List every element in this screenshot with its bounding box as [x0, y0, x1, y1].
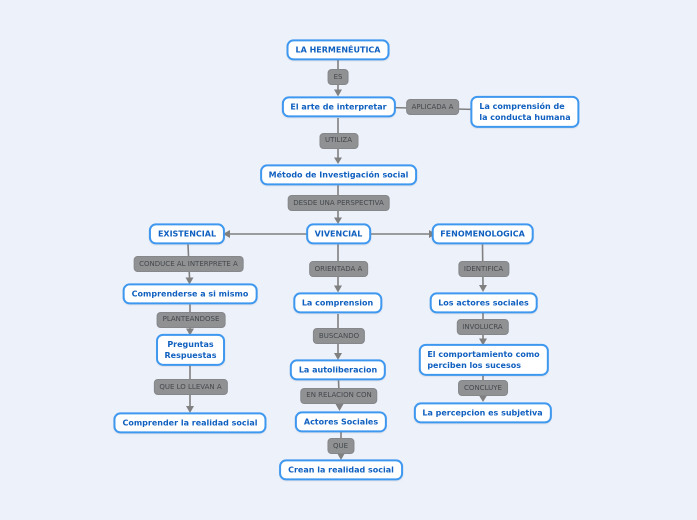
node-crean-la-realidad-social[interactable]: Crean la realidad social	[279, 459, 403, 481]
connector-conduce-al-interprete-a[interactable]: CONDUCE AL INTERPRETE A	[133, 256, 244, 272]
connector-es[interactable]: ES	[327, 69, 349, 85]
connector-que-lo-llevan-a[interactable]: QUE LO LLEVAN A	[153, 379, 228, 395]
node-la-percepcion-es-subjetiva[interactable]: La percepcion es subjetiva	[413, 401, 552, 424]
node-el-arte-de-interpretar[interactable]: El arte de interpretar	[281, 96, 396, 118]
node-vivencial[interactable]: VIVENCIAL	[305, 223, 372, 245]
node-la-hermeneutica[interactable]: LA HERMENÉUTICA	[286, 38, 390, 61]
connector-desde-una-perspectiva[interactable]: DESDE UNA PERSPECTIVA	[287, 195, 390, 211]
node-comprension-conducta-humana[interactable]: La comprensión de la conducta humana	[470, 95, 580, 128]
connector-utiliza[interactable]: UTILIZA	[318, 132, 359, 149]
node-la-autoliberacion[interactable]: La autoliberacion	[289, 359, 387, 381]
node-metodo-investigacion-social[interactable]: Método de Investigación social	[259, 163, 418, 186]
node-fenomenologica[interactable]: FENOMENOLOGICA	[431, 223, 534, 245]
connector-concluye[interactable]: CONCLUYE	[458, 380, 508, 396]
connector-identifica[interactable]: IDENTIFICA	[457, 261, 510, 277]
connector-planteandose[interactable]: PLANTEANDOSE	[156, 311, 226, 328]
node-existencial[interactable]: EXISTENCIAL	[148, 223, 226, 245]
connector-orientada-a[interactable]: ORIENTADA A	[308, 261, 369, 277]
connector-que[interactable]: QUE	[326, 438, 355, 454]
connector-involucra[interactable]: INVOLUCRA	[456, 319, 509, 335]
connector-en-relacion-con[interactable]: EN RELACION CON	[300, 387, 378, 404]
node-los-actores-sociales[interactable]: Los actores sociales	[429, 291, 538, 314]
node-actores-sociales[interactable]: Actores Sociales	[294, 410, 388, 433]
node-la-comprension[interactable]: La comprension	[292, 292, 383, 314]
node-comportamiento-perciben-sucesos[interactable]: El comportamiento como perciben los suce…	[418, 343, 549, 377]
node-preguntas-respuestas[interactable]: Preguntas Respuestas	[155, 333, 226, 366]
connector-buscando[interactable]: BUSCANDO	[312, 328, 366, 344]
node-comprender-la-realidad-social[interactable]: Comprender la realidad social	[113, 412, 267, 434]
connector-aplicada-a[interactable]: APLICADA A	[405, 99, 460, 115]
node-comprenderse-a-si-mismo[interactable]: Comprenderse a si mismo	[122, 283, 258, 305]
